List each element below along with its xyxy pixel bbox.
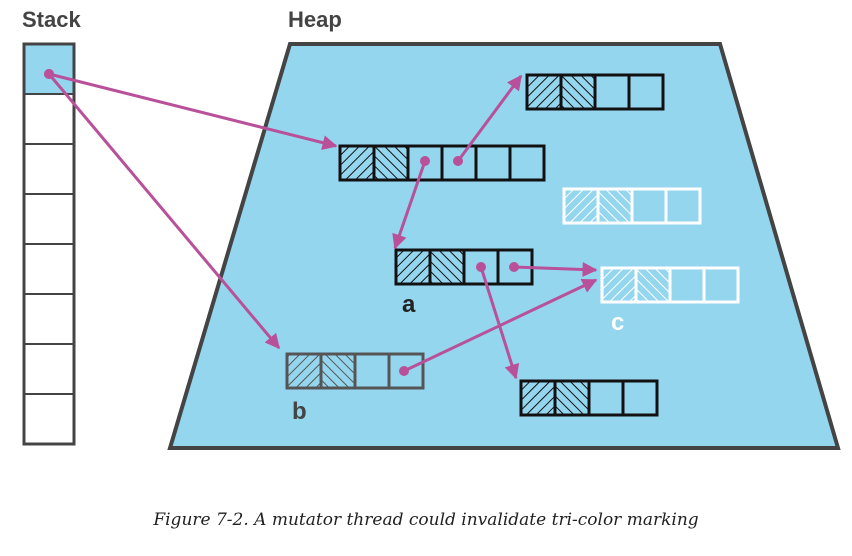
heap-region <box>167 42 841 450</box>
object-a-label: a <box>402 291 416 318</box>
stack-slot <box>23 293 75 345</box>
object-field-cell <box>702 266 740 304</box>
heap-object-white-object-upper <box>562 187 702 225</box>
object-header-cell <box>562 187 600 225</box>
stack-column <box>22 42 76 446</box>
ref-root-to-a <box>392 156 430 250</box>
heap-object-root-object <box>338 144 546 182</box>
stack-label: Stack <box>22 7 81 32</box>
object-field-cell <box>508 144 546 182</box>
heap-object-top-right <box>525 73 665 111</box>
object-b-label: b <box>292 398 307 425</box>
reference-arrow <box>403 278 598 373</box>
figure-caption: Figure 7-2. A mutator thread could inval… <box>153 510 699 530</box>
object-header-cell <box>338 144 376 182</box>
heap-object-object-b <box>285 352 425 390</box>
object-header-cell <box>525 73 563 111</box>
reference-arrow <box>48 72 338 150</box>
stack-slot <box>23 343 75 395</box>
reference-arrow <box>456 74 523 162</box>
heap-label: Heap <box>288 7 342 32</box>
ref-a-to-c <box>509 262 598 278</box>
object-header-cell <box>559 73 597 111</box>
reference-arrow <box>392 160 427 250</box>
references <box>44 69 598 380</box>
reference-arrow <box>513 262 598 278</box>
object-header-cell <box>394 248 432 286</box>
ref-a-to-bottom <box>476 262 520 380</box>
object-field-cell <box>621 379 659 417</box>
stack-slot <box>23 93 75 145</box>
object-header-cell <box>634 266 672 304</box>
object-header-cell <box>600 266 638 304</box>
reference-arrow <box>47 73 281 350</box>
object-header-cell <box>553 379 591 417</box>
stack-slot <box>23 193 75 245</box>
ref-stack-to-b <box>44 69 281 350</box>
stack-slot <box>23 393 75 445</box>
object-header-cell <box>285 352 323 390</box>
ref-root-to-topright <box>453 74 523 166</box>
reference-arrow <box>479 266 520 380</box>
heap-object-object-a <box>394 248 534 286</box>
ref-b-to-c <box>399 278 598 376</box>
object-c-label: c <box>611 309 624 336</box>
object-field-cell <box>664 187 702 225</box>
object-header-cell <box>372 144 410 182</box>
stack-slot <box>23 243 75 295</box>
object-field-cell <box>627 73 665 111</box>
object-header-cell <box>596 187 634 225</box>
heap-object-object-c <box>600 266 740 304</box>
stack-frame <box>22 42 76 446</box>
object-header-cell <box>428 248 466 286</box>
heap-object-bottom-object <box>519 379 659 417</box>
heap-objects <box>285 73 740 417</box>
stack-slot <box>23 143 75 195</box>
object-field-cell <box>387 352 425 390</box>
object-header-cell <box>519 379 557 417</box>
object-header-cell <box>319 352 357 390</box>
